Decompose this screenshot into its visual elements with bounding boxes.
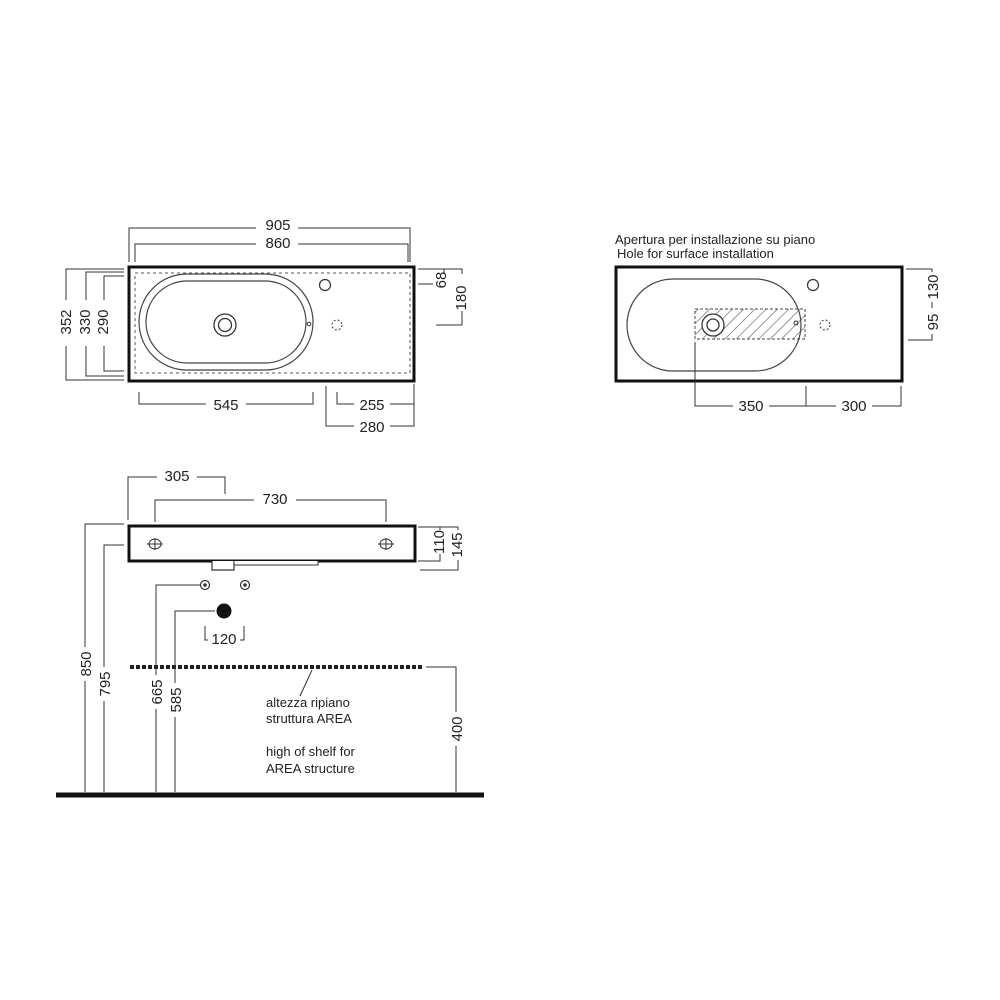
dim-height-795: 795 — [97, 671, 114, 696]
dim-line-400 — [426, 666, 457, 792]
dim-line-795 — [103, 544, 124, 792]
hole-drain-outer — [701, 313, 725, 337]
dim-depth-330: 330 — [77, 309, 94, 334]
dim-hole-350: 350 — [738, 398, 763, 415]
basin-front-slab — [127, 524, 417, 563]
dim-line-850 — [84, 523, 124, 792]
dim-tap-right-280: 280 — [359, 419, 384, 436]
tap-hole — [318, 278, 332, 292]
hole-overflow — [793, 320, 799, 326]
dim-line-585 — [174, 610, 215, 792]
dim-tap-depth: 180 — [453, 285, 470, 310]
dim-overall-width: 905 — [265, 217, 290, 234]
dim-height-585: 585 — [168, 687, 185, 712]
water-supply-left — [199, 579, 211, 591]
dim-overall-depth: 352 — [58, 309, 75, 334]
waste-outlet — [216, 603, 232, 619]
dim-tap-offset: 68 — [433, 272, 450, 289]
water-supply-right — [239, 579, 251, 591]
hole-note-italian: Apertura per installazione su piano — [615, 232, 815, 247]
hole-alt-tap — [819, 319, 831, 331]
shelf-note-en-2: AREA structure — [266, 761, 355, 776]
dim-depth-290: 290 — [95, 309, 112, 334]
dim-line-665 — [155, 584, 200, 792]
dim-inner-width: 860 — [265, 235, 290, 252]
alt-tap-hole — [331, 319, 343, 331]
drain-stub — [211, 561, 235, 571]
fixing-bolt-left — [147, 538, 163, 550]
dim-tap-right-255: 255 — [359, 397, 384, 414]
overflow-channel — [233, 561, 319, 566]
dim-hole-300: 300 — [841, 398, 866, 415]
shelf-note-en-1: high of shelf for — [266, 744, 356, 759]
fixing-bolt-right — [378, 538, 394, 550]
front-view: 305 730 110 145 — [56, 467, 484, 798]
dim-thickness-145: 145 — [449, 532, 466, 557]
dim-thickness-110: 110 — [431, 530, 448, 554]
hole-view: Apertura per installazione su piano Hole… — [614, 232, 943, 415]
drain-inner — [217, 317, 233, 333]
hole-drain-inner — [706, 318, 720, 332]
dim-height-850: 850 — [78, 651, 95, 676]
hole-tap-hole — [806, 278, 820, 292]
dim-shelf-400: 400 — [449, 716, 466, 741]
inner-dashed-outline — [134, 272, 411, 374]
shelf-note-leader — [299, 669, 313, 697]
bowl-outer — [138, 273, 314, 371]
dim-hole-95: 95 — [925, 314, 942, 331]
dim-fixing-span: 730 — [262, 491, 287, 508]
dim-bowl-left: 545 — [213, 397, 238, 414]
dim-drain-spacing: 120 — [211, 631, 236, 648]
dim-height-665: 665 — [149, 679, 166, 704]
dim-hole-130: 130 — [925, 274, 942, 299]
dim-left-offset: 305 — [164, 468, 189, 485]
hole-note-english: Hole for surface installation — [617, 246, 774, 261]
overflow-hole — [306, 321, 312, 327]
shelf-note-it-2: struttura AREA — [266, 711, 352, 726]
shelf-note-it-1: altezza ripiano — [266, 695, 350, 710]
drain-outer — [213, 313, 237, 337]
bowl-inner — [145, 280, 307, 364]
top-view: 905 860 352 330 290 68 180 545 255 280 — [58, 215, 470, 436]
